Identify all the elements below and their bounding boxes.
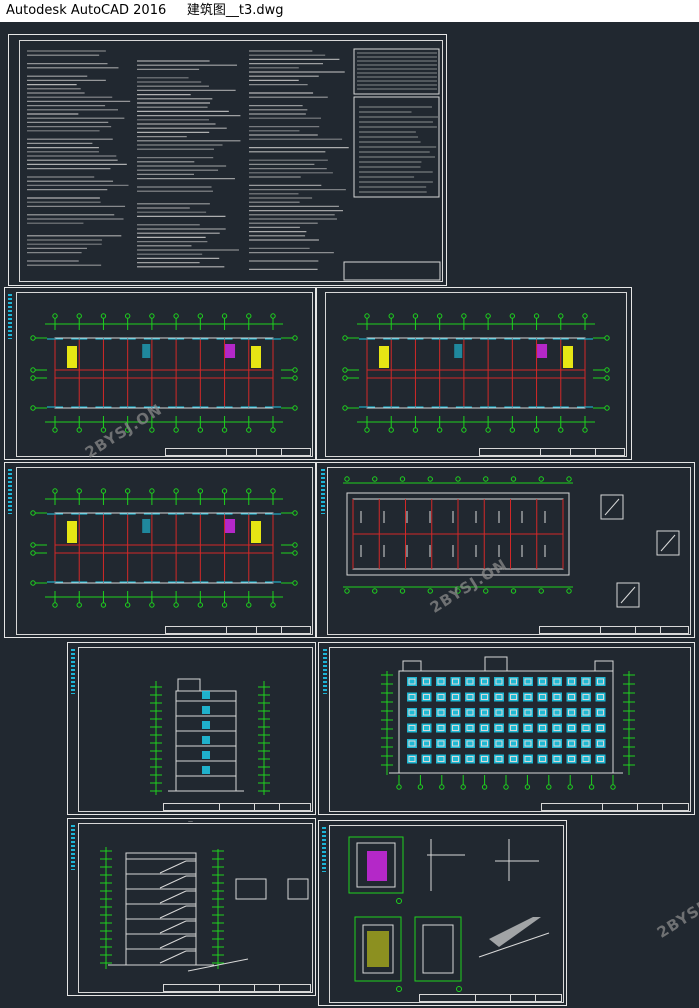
- sheet-floor-plan-1[interactable]: [4, 287, 316, 460]
- sheet-inner-frame: [325, 292, 627, 457]
- sheet-inner-frame: [19, 40, 443, 282]
- title-block: [539, 626, 689, 634]
- sheet-inner-frame: [78, 647, 313, 812]
- sheet-design-notes[interactable]: [8, 34, 447, 286]
- title-block: [165, 448, 311, 456]
- details-drawing: [348, 836, 550, 992]
- floor-plan-3-drawing: [30, 488, 298, 608]
- sheet-floor-plan-2[interactable]: [316, 287, 632, 460]
- drawing-canvas[interactable]: —: [0, 22, 699, 1008]
- title-block: [163, 803, 311, 811]
- sheet-index-strip: [71, 825, 75, 870]
- sheet-roof-plan[interactable]: [316, 462, 695, 638]
- sheet-index-strip: [8, 294, 12, 339]
- sheet-index-strip: [323, 649, 327, 694]
- sheet-floor-plan-3[interactable]: [4, 462, 316, 638]
- window-title-bar: Autodesk AutoCAD 2016 建筑图__t3.dwg: [0, 0, 699, 22]
- front-elevation-drawing: [381, 656, 635, 790]
- roof-plan-drawing: [343, 476, 680, 608]
- sheet-index-strip: [321, 469, 325, 514]
- sheet-inner-frame: [16, 467, 313, 635]
- svg-text:—: —: [188, 819, 193, 825]
- window-title: Autodesk AutoCAD 2016 建筑图__t3.dwg: [6, 3, 284, 18]
- side-elevation-drawing: —: [150, 678, 270, 825]
- floor-plan-2-drawing: [342, 313, 610, 433]
- sheet-section-1-1[interactable]: [67, 818, 316, 996]
- sheet-side-elevation[interactable]: —: [67, 642, 316, 825]
- sheet-inner-frame: [329, 825, 564, 1003]
- sheet-inner-frame: [329, 647, 691, 812]
- sheet-details[interactable]: [318, 820, 567, 1006]
- sheet-index-strip: [8, 469, 12, 514]
- sheet-index-strip: [322, 827, 326, 872]
- sheet-inner-frame: [78, 823, 313, 993]
- sheet-inner-frame: [327, 467, 691, 635]
- title-block: [479, 448, 625, 456]
- title-block: [163, 984, 311, 992]
- design-notes-text: [27, 48, 441, 281]
- title-block: [419, 994, 562, 1002]
- floor-plan-1-drawing: [30, 313, 298, 433]
- watermark: 2BYSJ.ON: [653, 880, 699, 942]
- sheet-front-elevation[interactable]: [318, 642, 695, 815]
- sheet-index-strip: [71, 649, 75, 694]
- section-1-1-drawing: [100, 847, 309, 972]
- title-block: [165, 626, 311, 634]
- sheet-inner-frame: [16, 292, 313, 457]
- title-block: [541, 803, 689, 811]
